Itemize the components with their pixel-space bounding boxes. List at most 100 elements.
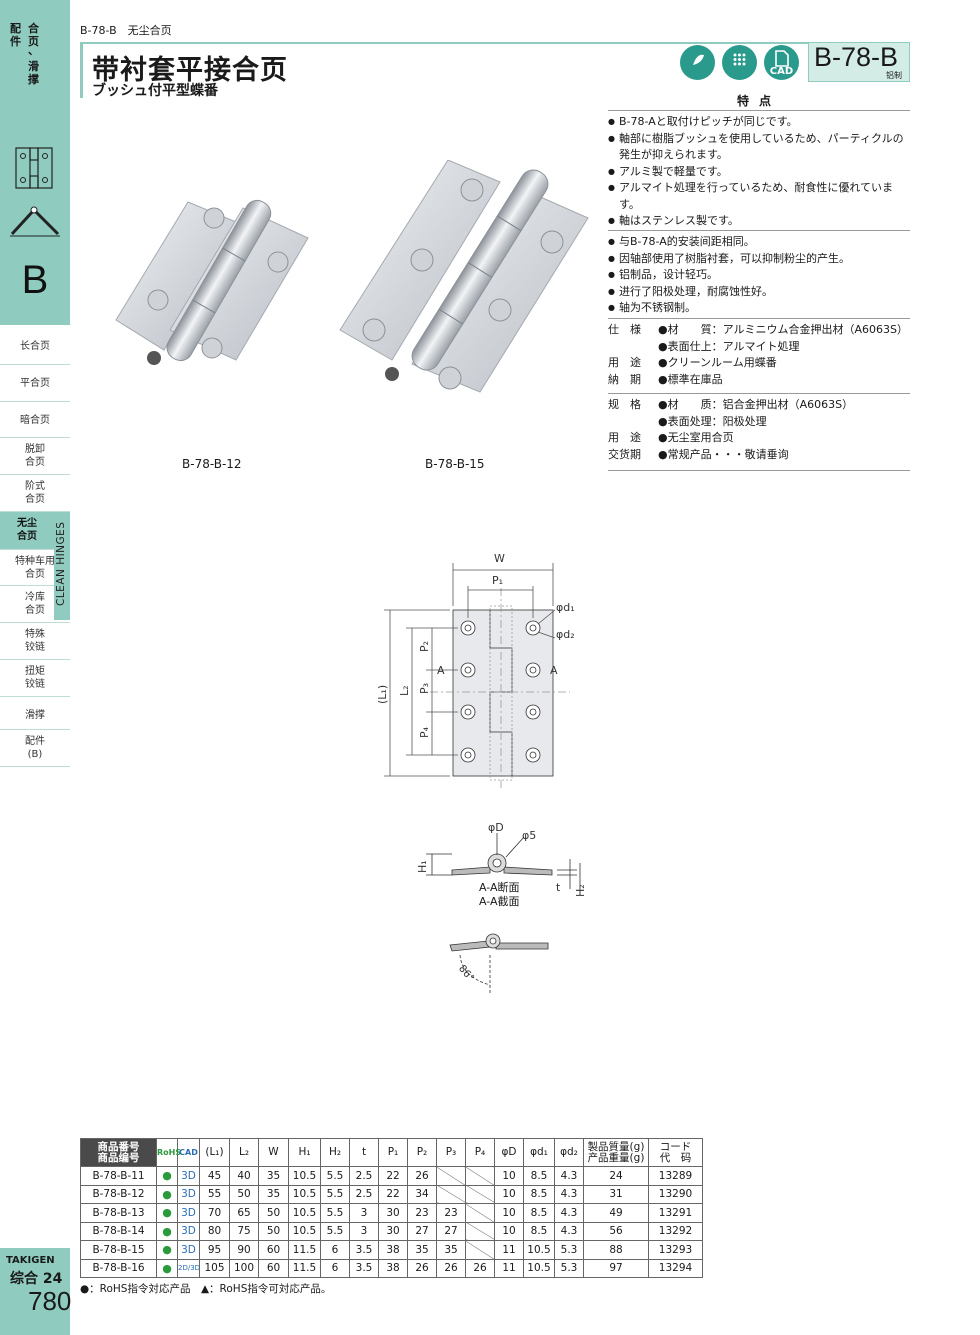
breadcrumb: B-78-B 无尘合页 <box>80 24 172 37</box>
dim-d: φD <box>488 821 504 834</box>
table-cell: 13293 <box>648 1240 703 1260</box>
spec-value: ●表面仕上：アルマイト処理 <box>658 339 800 353</box>
table-cell: 23 <box>407 1203 437 1223</box>
sidebar-item[interactable]: 阶式合页 <box>0 475 70 512</box>
spec-key <box>608 339 658 356</box>
table-cell: 26 <box>436 1258 466 1278</box>
sidebar-item[interactable]: 暗合页 <box>0 402 70 438</box>
table-cell: 10 <box>494 1221 524 1241</box>
sidebar-item[interactable]: 无尘合页 <box>0 512 54 550</box>
sidebar-item[interactable]: 滑撑 <box>0 697 70 730</box>
spec-cn: 规 格●材 质：铝合金押出材（A6063S）●表面处理：阳极处理用 途●无尘室用… <box>608 397 912 463</box>
table-header: コード代 码 <box>648 1138 703 1167</box>
table-cell: 2.5 <box>349 1166 379 1186</box>
table-cell: 4.3 <box>554 1221 584 1241</box>
table-cell <box>436 1166 466 1186</box>
sidebar-item-label: 铰链 <box>25 679 45 690</box>
sidebar-item[interactable]: 冷库合页 <box>0 586 70 623</box>
table-cell: 50 <box>229 1184 259 1204</box>
spec-row: 納 期●標準在庫品 <box>608 372 912 389</box>
sidebar-letter: B <box>21 258 49 302</box>
hinge-icon <box>15 147 53 189</box>
table-cell: 8.5 <box>523 1203 555 1223</box>
spec-value: ●クリーンルーム用蝶番 <box>658 356 777 369</box>
spec-row: 仕 様●材 質：アルミニウム合金押出材（A6063S） <box>608 322 912 339</box>
table-header: (L₁) <box>199 1138 230 1167</box>
sidebar-item-label: 合页 <box>25 457 45 468</box>
table-cell: 5.3 <box>554 1258 584 1278</box>
sidebar-item[interactable]: 特种车用合页 <box>0 550 70 586</box>
clean-hinges-tab <box>54 512 70 620</box>
spec-value: ●標準在庫品 <box>658 372 723 386</box>
table-cell: 97 <box>583 1258 649 1278</box>
table-cell: 88 <box>583 1240 649 1260</box>
feature-item: 铝制品，设计轻巧。 <box>608 267 912 284</box>
table-cell: 22 <box>378 1184 408 1204</box>
table-cell: 30 <box>378 1203 408 1223</box>
table-cell: 65 <box>229 1203 259 1223</box>
table-cell: 10.5 <box>288 1184 321 1204</box>
front-view-drawing: W P₁ φd₁ φd₂ P₂ P₃ P₄ (L₁) L₂ A A <box>376 552 575 788</box>
table-header: L₂ <box>229 1138 259 1167</box>
table-cell: 4.3 <box>554 1203 584 1223</box>
table-cell: 4.3 <box>554 1184 584 1204</box>
title-rule <box>80 42 908 44</box>
table-header: P₂ <box>407 1138 437 1167</box>
anti-dust-icon: 抗粉尘 <box>722 45 757 118</box>
product-image-b-78-b-12 <box>115 199 309 365</box>
table-cell: 60 <box>258 1240 289 1260</box>
spec-value: ●表面处理：阳极处理 <box>658 414 767 428</box>
table-cell: 3.5 <box>349 1240 379 1260</box>
table-cell: 5.5 <box>320 1184 350 1204</box>
sidebar-item[interactable]: 扭矩铰链 <box>0 660 70 697</box>
sidebar-item-label: 无尘 <box>17 518 37 529</box>
sidebar-item[interactable]: 配件(B) <box>0 730 70 767</box>
feature-item: 軸部に樹脂ブッシュを使用しているため、パーティクルの発生が抑えられます。 <box>608 131 912 164</box>
sidebar-top-panel <box>0 0 70 325</box>
angle-view-drawing: 86° <box>449 933 549 995</box>
table-header: P₁ <box>378 1138 408 1167</box>
rohs-icon: RoHS <box>680 45 715 117</box>
table-cell: 11.5 <box>288 1240 321 1260</box>
table-cell: B-78-B-13 <box>80 1203 157 1223</box>
table-cell: 3 <box>349 1203 379 1223</box>
table-cell: B-78-B-12 <box>80 1184 157 1204</box>
catalog-volume: 综合 24 <box>10 1271 63 1287</box>
table-cell: 22 <box>378 1166 408 1186</box>
table-note: ●：RoHS指令対応产品 ▲：RoHS指令可対応产品。 <box>80 1283 332 1295</box>
dim-p1: P₁ <box>492 574 503 587</box>
table-cell: 23 <box>436 1203 466 1223</box>
sidebar-item[interactable]: 脱卸合页 <box>0 438 70 475</box>
table-header: φD <box>494 1138 524 1167</box>
table-header: H₂ <box>320 1138 350 1167</box>
table-cell: 35 <box>407 1240 437 1260</box>
table-cell: 56 <box>583 1221 649 1241</box>
sidebar-item[interactable]: 平合页 <box>0 365 70 402</box>
table-cell: 45 <box>199 1166 230 1186</box>
sidebar-item-label: 合页 <box>25 605 45 616</box>
table-cell: 105 <box>199 1258 230 1278</box>
table-cell: 8.5 <box>523 1184 555 1204</box>
stay-arm-icon <box>10 206 60 237</box>
sidebar: 配 件 合 页 、 滑 撑 B 长合页平合页暗合页脱卸合页阶式合页无尘合页特种车… <box>0 0 71 1335</box>
spec-row: 交货期●常规产品・・・敬请垂询 <box>608 447 912 464</box>
model-code-box <box>808 42 910 82</box>
sidebar-item-label: 脱卸 <box>25 444 45 455</box>
sidebar-item[interactable]: 特殊铰链 <box>0 623 70 660</box>
spec-row: 用 途●无尘室用合页 <box>608 430 912 447</box>
dim-l2: L₂ <box>398 685 411 696</box>
table-cell <box>465 1166 495 1186</box>
table-cell: 34 <box>407 1184 437 1204</box>
sidebar-item[interactable]: 长合页 <box>0 328 70 365</box>
feature-item: アルマイト処理を行っているため、耐食性に優れています。 <box>608 180 912 213</box>
table-cell: ● <box>156 1166 178 1186</box>
table-cell <box>465 1203 495 1223</box>
sidebar-item-label: 合页 <box>25 569 45 580</box>
table-cell: 70 <box>199 1203 230 1223</box>
features-cn-list: 与B-78-A的安装间距相同。因轴部使用了树脂衬套，可以抑制粉尘的产生。铝制品，… <box>608 234 912 317</box>
feature-item: 軸はステンレス製です。 <box>608 213 912 230</box>
dim-d2: φd₂ <box>556 628 575 641</box>
sidebar-item-label: 合页 <box>17 531 37 542</box>
